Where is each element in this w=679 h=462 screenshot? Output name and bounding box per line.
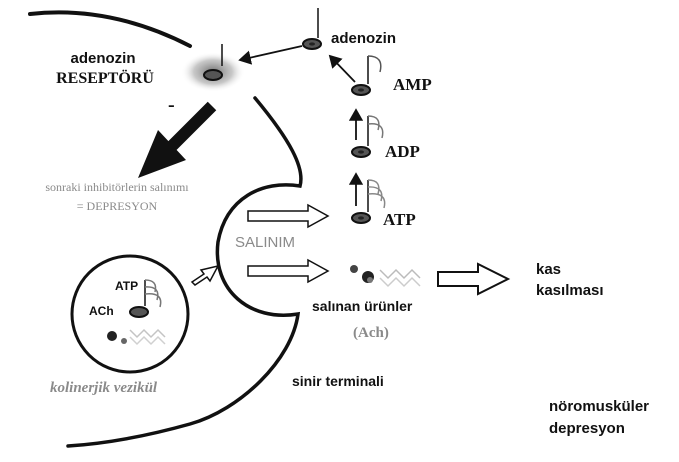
atp-label: ATP xyxy=(383,210,416,230)
amp-label: AMP xyxy=(393,75,432,95)
adp-label: ADP xyxy=(385,142,420,162)
nerve-terminal-label: sinir terminali xyxy=(292,373,384,389)
vesicle-exit-arrow-icon xyxy=(192,266,218,285)
membrane-top-arc xyxy=(30,12,190,46)
contraction-label-line1: kas xyxy=(536,261,561,278)
vesicle-atp-label: ATP xyxy=(115,279,138,293)
released-products-icon xyxy=(350,265,420,286)
ach-paren-label: (Ach) xyxy=(353,325,389,342)
nm-depression-label-line1: nöromusküler xyxy=(549,398,649,415)
minus-sign: - xyxy=(168,98,175,112)
released-products-label: salınan ürünler xyxy=(312,298,412,314)
nm-depression-label-line2: depresyon xyxy=(549,420,625,437)
arrow-amp-to-adenosine xyxy=(330,56,355,82)
vesicle-name-label: kolinerjik vezikül xyxy=(50,380,157,397)
contraction-arrow-icon xyxy=(438,264,508,294)
arrow-adenosine-to-receptor xyxy=(240,46,302,60)
contraction-label-line2: kasılması xyxy=(536,282,604,299)
adenosine-label: adenozin xyxy=(331,30,396,47)
receptor-label-line2: RESEPTÖRÜ xyxy=(30,70,180,88)
release-label: SALINIM xyxy=(235,234,295,251)
receptor-label-line1: adenozin xyxy=(43,50,163,67)
vesicle-ach-label: ACh xyxy=(89,304,114,318)
release-arrow-lower-icon xyxy=(248,260,328,282)
adenosine-molecule-icon xyxy=(303,8,321,49)
inhibition-label-line1: sonraki inhibitörlerin salınımı xyxy=(12,180,222,195)
inhibition-label-line2: = DEPRESYON xyxy=(12,199,222,214)
amp-molecule-icon xyxy=(352,56,381,95)
release-arrow-upper-icon xyxy=(248,205,328,227)
inhibition-arrow-icon xyxy=(138,106,212,178)
